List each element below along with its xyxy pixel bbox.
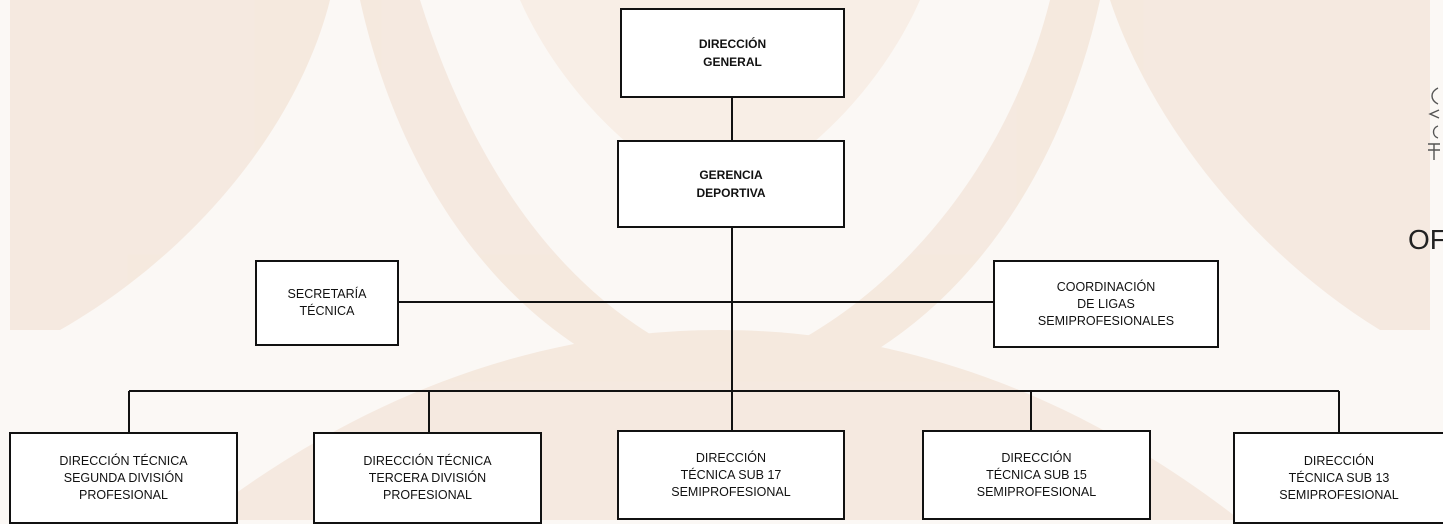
node-label: GERENCIA DEPORTIVA: [696, 168, 766, 200]
node-dt-sub15: DIRECCIÓN TÉCNICA SUB 15 SEMIPROFESIONAL: [922, 430, 1151, 520]
seal-stamp-fragment-icon: [1428, 87, 1440, 160]
edge-fragment-text: OF: [1408, 224, 1443, 255]
node-dt-tercera-division: DIRECCIÓN TÉCNICA TERCERA DIVISIÓN PROFE…: [313, 432, 542, 524]
node-label: DIRECCIÓN TÉCNICA SUB 15 SEMIPROFESIONAL: [976, 450, 1097, 499]
node-label: SECRETARÍA TÉCNICA: [287, 287, 367, 318]
node-label: DIRECCIÓN GENERAL: [698, 37, 767, 69]
node-gerencia-deportiva: GERENCIA DEPORTIVA: [617, 140, 845, 228]
node-coordinacion-ligas: COORDINACIÓN DE LIGAS SEMIPROFESIONALES: [993, 260, 1219, 348]
node-label: COORDINACIÓN DE LIGAS SEMIPROFESIONALES: [1037, 279, 1175, 328]
node-dt-sub17: DIRECCIÓN TÉCNICA SUB 17 SEMIPROFESIONAL: [617, 430, 845, 520]
node-label: DIRECCIÓN TÉCNICA SUB 17 SEMIPROFESIONAL: [671, 450, 791, 499]
node-secretaria-tecnica: SECRETARÍA TÉCNICA: [255, 260, 399, 346]
node-dt-segunda-division: DIRECCIÓN TÉCNICA SEGUNDA DIVISIÓN PROFE…: [9, 432, 238, 524]
node-direccion-general: DIRECCIÓN GENERAL: [620, 8, 845, 98]
node-label: DIRECCIÓN TÉCNICA TERCERA DIVISIÓN PROFE…: [363, 453, 492, 502]
node-label: DIRECCIÓN TÉCNICA SUB 13 SEMIPROFESIONAL: [1279, 453, 1399, 502]
node-label: DIRECCIÓN TÉCNICA SEGUNDA DIVISIÓN PROFE…: [59, 453, 188, 502]
node-dt-sub13: DIRECCIÓN TÉCNICA SUB 13 SEMIPROFESIONAL: [1233, 432, 1443, 524]
